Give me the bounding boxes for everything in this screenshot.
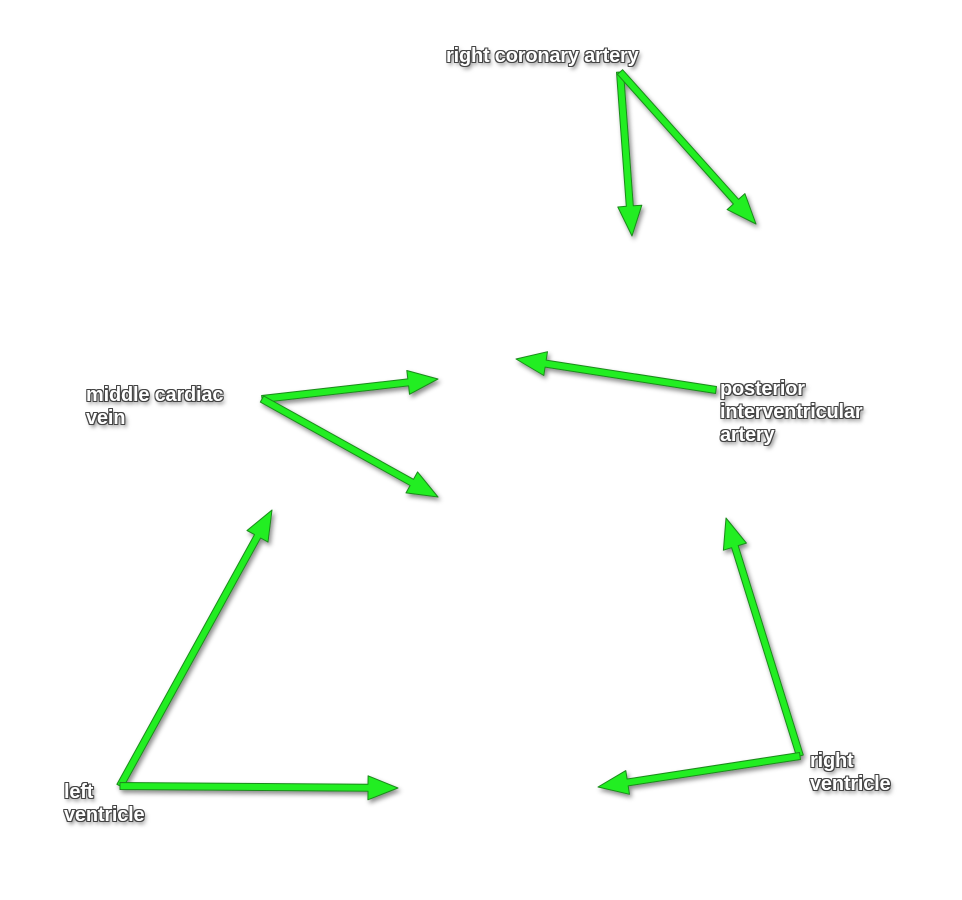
- label-posterior-interventricular-artery: posterior interventricular artery: [720, 378, 863, 447]
- label-line: ventricle: [64, 804, 145, 826]
- arrow-rv-2: [597, 752, 801, 795]
- arrow-rca-2: [616, 69, 757, 225]
- arrow-rca-1: [616, 71, 643, 237]
- label-line: vein: [86, 407, 126, 429]
- label-line: posterior: [720, 378, 805, 400]
- label-left-ventricle: left ventricle: [64, 781, 145, 827]
- label-middle-cardiac-vein: middle cardiac vein: [86, 384, 223, 430]
- arrow-pia: [515, 351, 717, 394]
- label-line: right coronary artery: [446, 45, 639, 67]
- label-line: ventricle: [810, 773, 891, 795]
- label-right-ventricle: right ventricle: [810, 750, 891, 796]
- label-line: artery: [720, 424, 775, 446]
- label-line: interventricular: [720, 401, 863, 423]
- arrow-mcv-2: [259, 395, 439, 498]
- arrow-rv-1: [722, 517, 804, 758]
- label-line: middle cardiac: [86, 384, 224, 406]
- label-line: right: [810, 750, 854, 772]
- label-line: left: [64, 781, 94, 803]
- arrow-lv-1: [116, 509, 273, 789]
- arrow-lv-2: [119, 775, 399, 801]
- arrow-mcv-1: [261, 370, 439, 403]
- label-right-coronary-artery: right coronary artery: [446, 45, 639, 68]
